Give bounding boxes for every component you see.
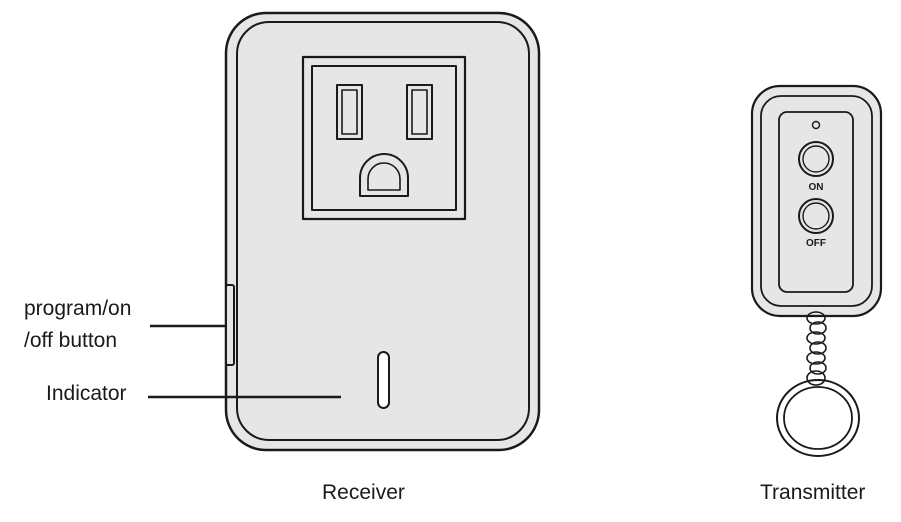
transmitter-device bbox=[750, 84, 883, 457]
outlet-right-slot bbox=[406, 84, 433, 140]
outlet-left-slot bbox=[336, 84, 363, 140]
outlet-ground-hole bbox=[359, 153, 409, 197]
indicator-light bbox=[377, 351, 390, 409]
receiver-device bbox=[224, 11, 541, 452]
off-button-label: OFF bbox=[806, 238, 826, 249]
receiver-caption: Receiver bbox=[322, 481, 405, 504]
program-on-off-button[interactable] bbox=[225, 284, 235, 366]
indicator-label: Indicator bbox=[46, 382, 127, 405]
transmitter-caption: Transmitter bbox=[760, 481, 866, 504]
outlet-socket bbox=[301, 55, 467, 221]
program-button-label-line1: program/on bbox=[24, 297, 132, 320]
key-ring bbox=[776, 379, 860, 457]
transmitter-on-button[interactable] bbox=[798, 141, 834, 177]
on-button-label: ON bbox=[809, 182, 824, 193]
transmitter-off-button[interactable] bbox=[798, 198, 834, 234]
key-chain bbox=[806, 311, 827, 386]
program-button-label-line2: /off button bbox=[24, 329, 118, 352]
transmitter-led bbox=[811, 120, 821, 130]
